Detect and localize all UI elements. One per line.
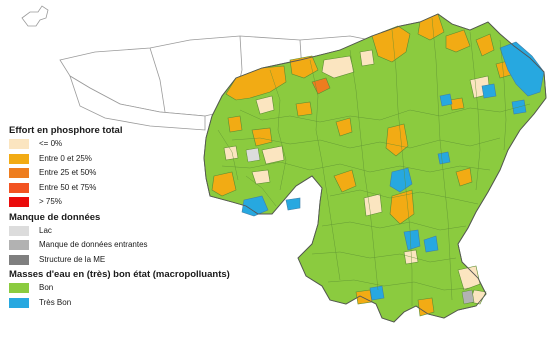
missing-data-patches <box>245 147 475 305</box>
legend-title-missing-data: Manque de données <box>9 211 101 223</box>
legend-label: Lac <box>39 225 52 235</box>
legend-item-lake: Lac <box>9 224 309 239</box>
legend-item-effort-0-25: Entre 0 et 25% <box>9 152 309 167</box>
legend-item-effort-gt-75: > 75% <box>9 195 309 210</box>
basin-outline <box>203 13 547 323</box>
legend-swatch <box>9 182 29 193</box>
legend-label: Structure de la ME <box>39 254 106 264</box>
legend-item-effort-le-0: <= 0% <box>9 137 309 152</box>
legend-item-missing-input: Manque de données entrantes <box>9 238 309 253</box>
legend-swatch <box>9 240 29 251</box>
legend-swatch <box>9 225 29 236</box>
legend-item-effort-25-50: Entre 25 et 50% <box>9 166 309 181</box>
effort-0-25-patches <box>211 13 515 317</box>
map-legend: Effort en phosphore total <= 0% Entre 0 … <box>9 124 309 311</box>
north-divider-1 <box>149 47 166 113</box>
legend-label: Entre 25 et 50% <box>39 168 97 178</box>
legend-item-very-good: Très Bon <box>9 296 309 311</box>
legend-group-good-status: Masses d'eau en (très) bon état (macropo… <box>9 268 309 310</box>
legend-swatch <box>9 197 29 208</box>
legend-label: <= 0% <box>39 139 63 149</box>
legend-title-good-status: Masses d'eau en (très) bon état (macropo… <box>9 269 230 280</box>
legend-label: Bon <box>39 283 54 293</box>
legend-swatch <box>9 168 29 179</box>
legend-label: Entre 50 et 75% <box>39 182 97 192</box>
neighbouring-regions <box>21 5 381 131</box>
legend-swatch <box>9 297 29 308</box>
legend-item-me-structure: Structure de la ME <box>9 253 309 268</box>
legend-label: Manque de données entrantes <box>39 240 148 250</box>
legend-group-missing-data: Manque de données Lac Manque de données … <box>9 211 309 268</box>
legend-label: Entre 0 et 25% <box>39 153 92 163</box>
legend-group-effort: Effort en phosphore total <= 0% Entre 0 … <box>9 124 309 210</box>
river-basin <box>203 13 547 323</box>
legend-swatch <box>9 254 29 265</box>
very-good-patches <box>241 41 545 301</box>
legend-swatch <box>9 139 29 150</box>
legend-item-effort-50-75: Entre 50 et 75% <box>9 181 309 196</box>
legend-swatch <box>9 283 29 294</box>
legend-label: > 75% <box>39 197 62 207</box>
west-region-outline <box>69 75 206 131</box>
legend-label: Très Bon <box>39 297 72 307</box>
subbasin-lines <box>217 17 531 306</box>
legend-title-effort: Effort en phosphore total <box>9 125 123 136</box>
channel-islands-outline <box>21 5 49 27</box>
legend-item-good: Bon <box>9 281 309 296</box>
legend-swatch <box>9 153 29 164</box>
